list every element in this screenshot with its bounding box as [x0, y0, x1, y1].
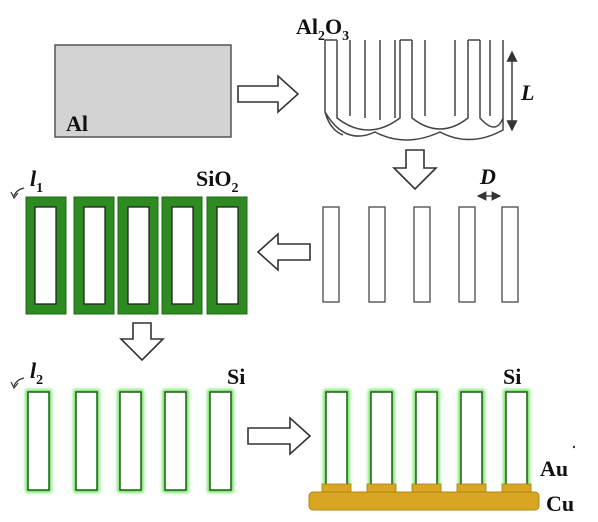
si-tube-array-left — [25, 389, 234, 493]
au-label: Au — [540, 456, 568, 481]
sio2-tube-array — [25, 196, 248, 315]
right-arrow-2 — [247, 416, 312, 456]
si-tube-array-right — [323, 389, 530, 491]
al-label: Al — [66, 111, 88, 136]
l2-pointer — [13, 377, 25, 387]
l1-label: l1 — [30, 166, 43, 196]
si-left-label: Si — [227, 364, 245, 389]
alumina-pore-walls — [349, 40, 491, 120]
l2-label: l2 — [30, 358, 43, 388]
down-arrow-1 — [392, 149, 438, 191]
au-contact-pads — [321, 483, 532, 493]
left-arrow — [256, 232, 311, 272]
aluminum-block — [54, 44, 232, 138]
cu-label: Cu — [546, 491, 574, 516]
diameter-label: D — [479, 164, 496, 189]
pore-array — [322, 206, 519, 303]
stray-dot — [572, 445, 576, 449]
cu-substrate — [308, 491, 540, 511]
l1-pointer — [13, 187, 25, 197]
alumina-template-outline — [324, 39, 504, 141]
sio2-label: SiO2 — [196, 166, 238, 196]
right-arrow-1 — [237, 74, 300, 114]
si-right-label: Si — [503, 364, 521, 389]
length-label: L — [520, 80, 534, 105]
al2o3-label: Al2O3 — [296, 14, 349, 44]
down-arrow-2 — [119, 322, 165, 362]
